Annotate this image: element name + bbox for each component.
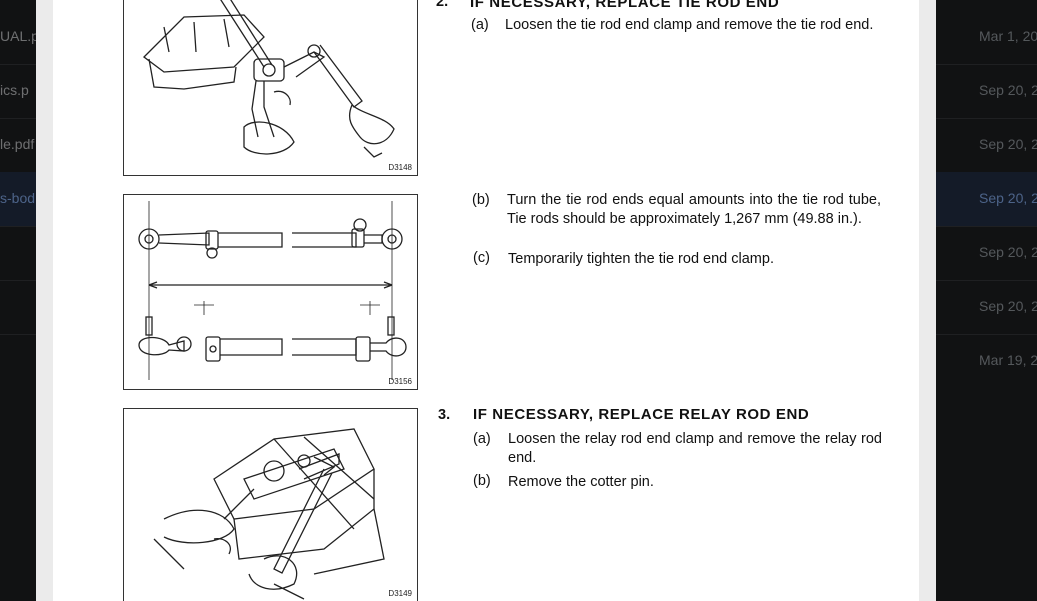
step-2c-text: Temporarily tighten the tie rod end clam… [508,251,774,267]
file-name: ics.p [0,82,29,98]
figure-tie-rod-length: D3156 [123,194,418,390]
step-2b-text: Turn the tie rod ends equal amounts into… [507,192,881,227]
tie-rod-length-illustration [138,201,407,380]
step-2-number: 2. [436,0,449,10]
figure-code: D3149 [388,589,412,598]
step-3-number: 3. [438,407,451,423]
file-date: Mar 19, 2 [979,352,1037,368]
document-page: D3148 [53,0,919,601]
file-row[interactable]: Mar 19, 2 [0,334,1037,388]
file-date: Sep 20, 2 [979,190,1037,206]
file-name: UAL.p [0,28,39,44]
figure-code: D3156 [388,377,412,386]
step-2a-text: Loosen the tie rod end clamp and remove … [505,17,874,33]
step-2-heading: IF NECESSARY, REPLACE TIE ROD END [470,0,780,11]
file-name: le.pdf [0,136,35,152]
step-3a-label: (a) [473,431,491,447]
step-3a-text: Loosen the relay rod end clamp and remov… [508,431,882,466]
figure-tie-rod-puller: D3148 [123,0,418,176]
file-date: Sep 20, 2 [979,244,1037,260]
step-2c-label: (c) [473,250,490,266]
step-2a-label: (a) [471,17,489,33]
pdf-viewer[interactable]: D3148 [36,0,936,601]
step-3-heading: IF NECESSARY, REPLACE RELAY ROD END [473,406,810,423]
step-3b-label: (b) [473,473,491,489]
step-3b-text: Remove the cotter pin. [508,474,654,490]
relay-rod-illustration [153,428,385,600]
step-2b-label: (b) [472,192,490,208]
figure-code: D3148 [388,163,412,172]
file-name: s-bod [0,190,36,206]
file-date: Sep 20, 2 [979,298,1037,314]
tie-rod-puller-illustration [143,0,395,158]
file-date: Sep 20, 2 [979,82,1037,98]
file-date: Mar 1, 20 [979,28,1037,44]
file-date: Sep 20, 2 [979,136,1037,152]
figure-relay-rod: D3149 [123,408,418,601]
